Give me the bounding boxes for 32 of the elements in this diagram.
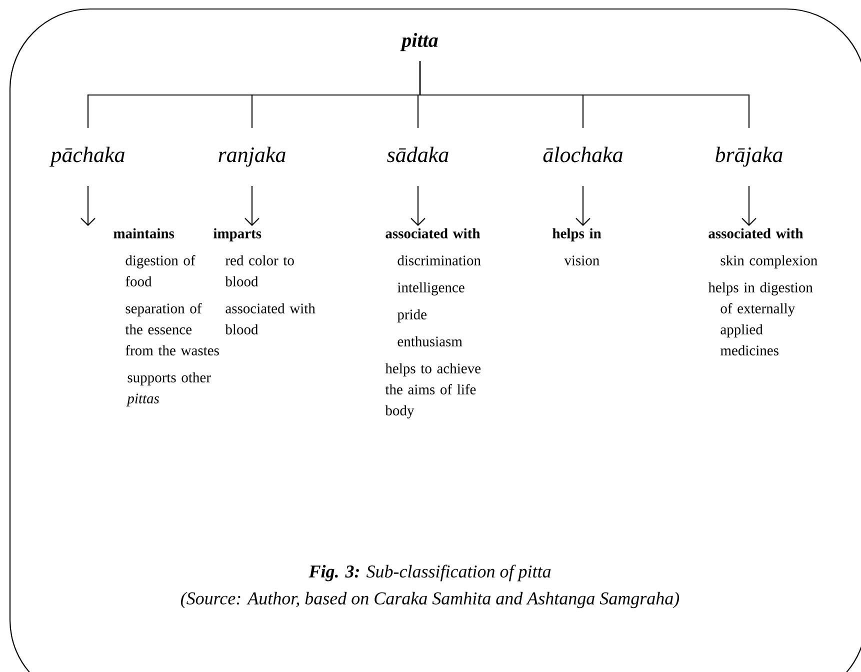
list-item: vision: [564, 256, 600, 266]
arrow: [576, 186, 590, 226]
list-item: digestion of food: [126, 255, 196, 286]
heading: associated with: [386, 228, 480, 238]
tree-connector: [419, 61, 750, 128]
heading: associated with: [708, 228, 804, 238]
subtype-term: sādaka: [387, 146, 448, 162]
list-item: red color to blood: [225, 255, 294, 286]
list-item: helps to achieve the aims of life body: [385, 363, 481, 418]
subtype-term: brājaka: [716, 146, 782, 167]
list-item: separation of the essence from the wastes: [125, 303, 219, 356]
heading: imparts: [214, 228, 262, 242]
list-item: intelligence: [398, 282, 464, 296]
list-item: discrimination: [398, 255, 481, 266]
heading: maintains: [114, 228, 174, 238]
subtype-term: ranjaka: [218, 146, 286, 167]
root-term: pitta: [400, 32, 438, 52]
list-item: helps in digestion of externally applied medicines: [708, 282, 813, 356]
list-item: supports other pittas: [126, 372, 211, 406]
arrow: [80, 186, 96, 226]
list-item: enthusiasm: [398, 336, 462, 346]
list-item: skin complexion: [720, 255, 818, 268]
caption: Fig. 3: Sub-classification of pitta: [308, 564, 551, 582]
subtype-term: ālochaka: [543, 146, 622, 162]
arrow: [742, 186, 756, 226]
list-item: associated with blood: [225, 303, 316, 334]
subtype-term: pāchaka: [49, 146, 124, 167]
source-note: (Source: Author, based on Caraka Samhita and Ashtanga Samgraha): [181, 592, 680, 608]
arrow: [410, 186, 426, 226]
list-item: pride: [397, 309, 426, 322]
arrow: [244, 186, 260, 226]
heading: helps in: [552, 228, 602, 242]
